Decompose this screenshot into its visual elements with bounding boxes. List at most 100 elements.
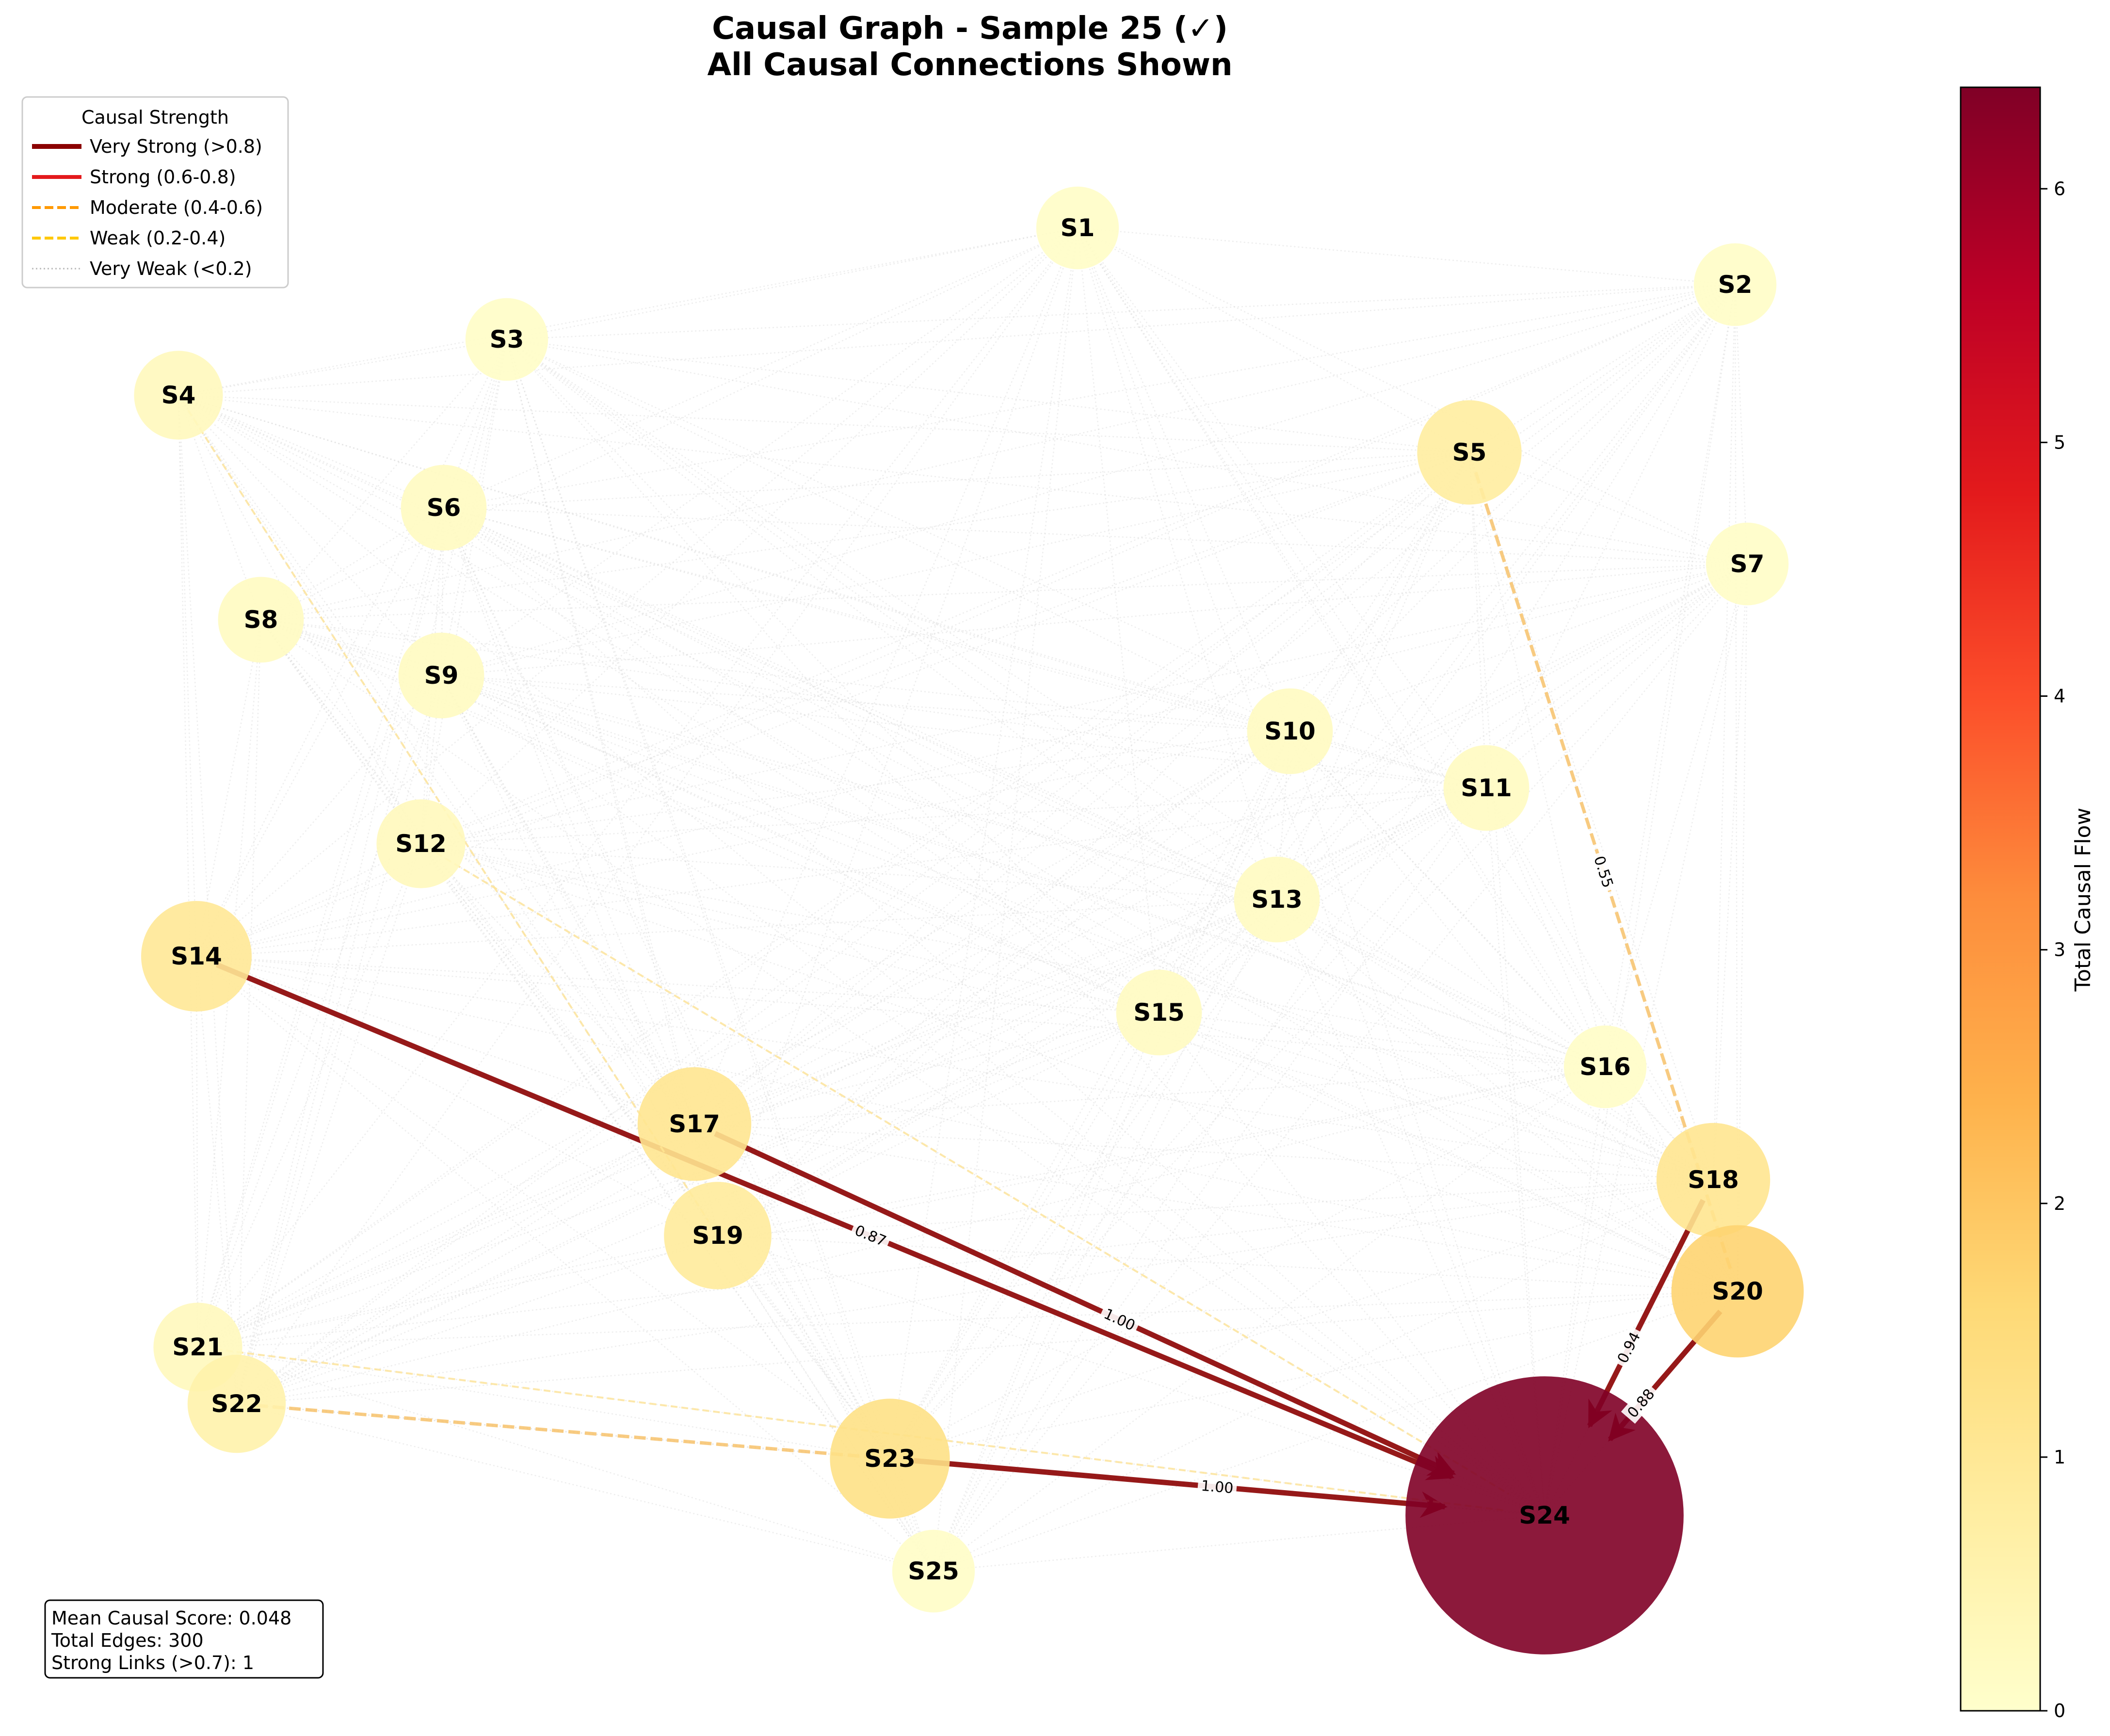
faint-edge [178,227,1078,396]
colorbar-label: Total Causal Flow [2071,808,2095,992]
faint-edge [195,619,262,957]
node-s24: S24 [1405,1376,1684,1655]
node-circle [1443,745,1530,831]
faint-edge [443,507,1606,1068]
faint-edge [1276,563,1748,900]
faint-edge [933,452,1470,1572]
node-label: S19 [692,1222,743,1250]
node-s25: S25 [892,1529,975,1613]
faint-edge [717,452,1470,1236]
faint-edge [933,788,1487,1572]
faint-edge [1604,284,1736,1067]
faint-edge [506,338,1748,565]
faint-edge [1469,451,1748,565]
node-s19: S19 [664,1182,772,1289]
node-circle [1563,1025,1647,1109]
node-s11: S11 [1443,745,1530,831]
faint-edge [196,899,1277,957]
chart-title-line1: Causal Graph - Sample 25 (✓) [712,11,1228,47]
faint-edge [443,507,1545,1516]
faint-edge [236,899,1277,1405]
faint-edge [197,1179,1714,1348]
faint-edge [1159,787,1487,1013]
faint-edge [1468,452,1546,1516]
faint-edge [420,843,890,1459]
node-label: S23 [864,1445,916,1473]
faint-edge [933,1066,1606,1572]
node-circle [1671,1225,1804,1358]
node-circle [664,1182,772,1289]
faint-edge [694,730,1290,1125]
faint-edge [1485,788,1606,1067]
faint-edge [236,675,442,1404]
node-s1: S1 [1036,186,1119,270]
faint-edge [197,899,1277,1348]
faint-edge [694,1123,1714,1181]
faint-edge [236,730,1290,1405]
faint-edge [889,1066,1606,1460]
node-label: S7 [1730,550,1765,578]
faint-edge [889,1012,1160,1459]
node-s4: S4 [134,351,223,440]
node-s23: S23 [830,1398,950,1519]
node-circle [1036,186,1119,270]
faint-edge [178,394,1748,565]
node-circle [134,351,223,440]
faint-edge [1077,227,1291,732]
faint-edge [506,339,695,1125]
node-label: S13 [1251,885,1303,914]
node-label: S16 [1579,1053,1631,1081]
faint-edge [196,284,1736,957]
legend-label-2: Moderate (0.4-0.6) [90,197,263,218]
colorbar-tick-label: 4 [2054,686,2065,707]
faint-edge [260,619,1606,1068]
faint-edge [177,395,197,957]
faint-edge [933,731,1291,1572]
faint-edge [506,339,1545,1516]
faint-edge [694,284,1736,1125]
faint-edge [420,227,1078,844]
stats-box: Mean Causal Score: 0.048 Total Edges: 30… [44,1599,324,1679]
faint-edge [889,1290,1738,1460]
faint-edge [420,843,695,1125]
faint-edge [178,394,444,509]
node-s16: S16 [1563,1025,1647,1109]
faint-edge [1077,227,1606,1067]
faint-edge [197,1290,1738,1348]
faint-edge [195,339,508,957]
edge-label-S14-S24: 0.87 [849,1219,892,1252]
faint-edge [196,227,1078,957]
faint-edge [441,675,1714,1181]
faint-edge [717,563,1748,1237]
faint-edge [420,730,1290,845]
faint-edge [236,1290,1738,1405]
node-circle [376,799,466,888]
faint-edge [236,619,262,1404]
faint-edge [717,227,1079,1236]
node-circle [1234,856,1320,943]
faint-edge [260,619,934,1572]
faint-edge [441,675,1290,732]
faint-edge [1486,563,1748,788]
node-label: S12 [395,830,447,858]
faint-edge [420,843,1277,900]
node-s14: S14 [141,901,252,1012]
faint-edge [1604,1066,1739,1292]
faint-edge [260,619,422,844]
faint-edge [1605,1066,1714,1180]
faint-edge [1158,731,1291,1013]
faint-edge [196,955,890,1460]
node-label: S11 [1461,774,1512,802]
edge-S12-S24 [435,852,1510,1495]
colorbar-tick-label: 6 [2054,178,2065,199]
faint-edge [178,395,1545,1516]
faint-edge [1077,227,1470,453]
node-label: S18 [1688,1166,1739,1194]
faint-edge [933,563,1748,1572]
faint-edge [178,394,1160,1013]
node-circle [398,632,484,719]
node-label: S4 [161,381,196,409]
node-label: S2 [1718,271,1753,299]
